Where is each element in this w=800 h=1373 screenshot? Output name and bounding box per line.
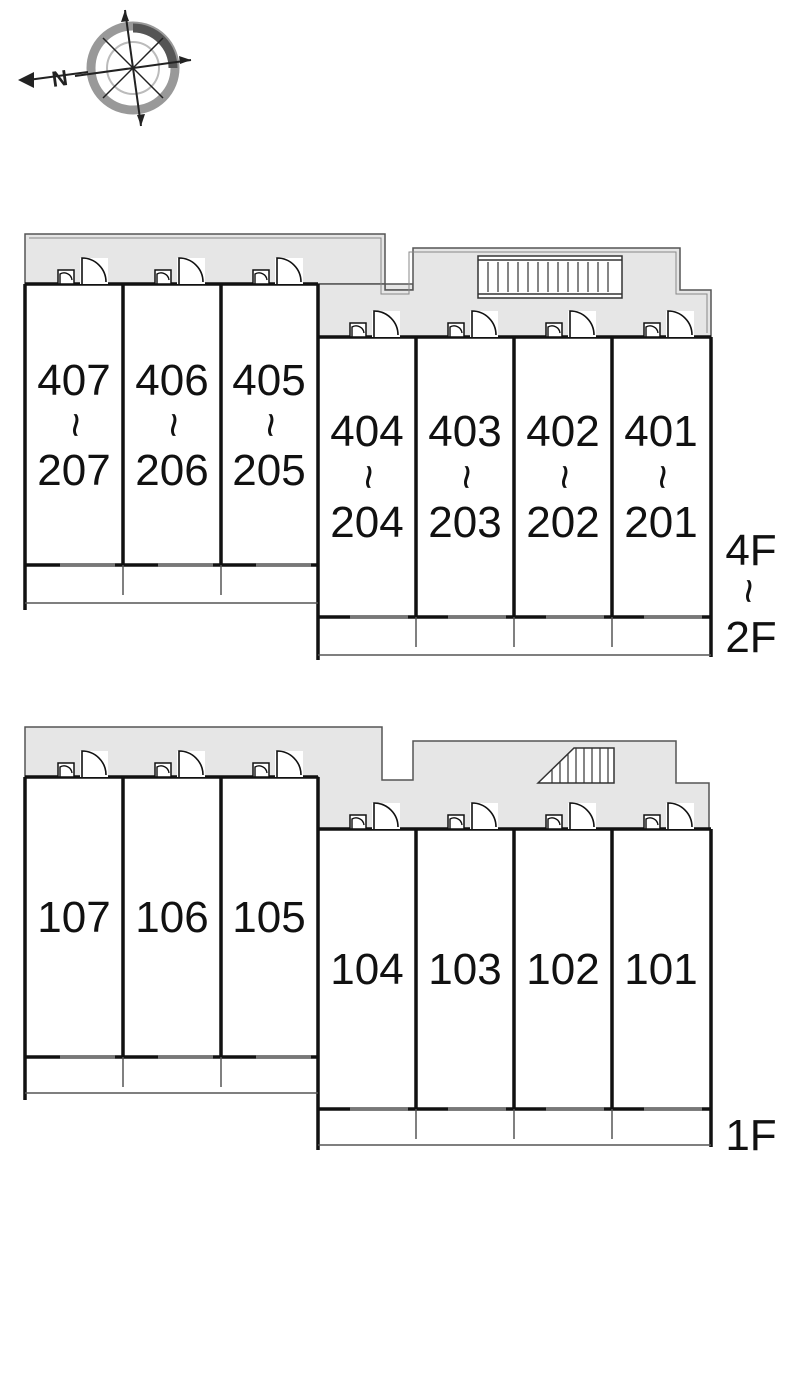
unit-range-mark: ~ — [344, 464, 393, 490]
unit-label-top: 407 — [37, 356, 110, 405]
unit-label-bottom: 204 — [330, 498, 403, 547]
unit-range-mark: ~ — [149, 412, 198, 438]
upper-block-plan: 407 ~ 207 406 ~ 206 405 ~ 205 404 ~ 204 … — [23, 233, 777, 662]
lower-staircase — [536, 747, 615, 784]
unit-label: 106 — [135, 893, 208, 942]
floor-range-mark: ~ — [724, 578, 773, 604]
unit-label: 103 — [428, 945, 501, 994]
unit-label-top: 402 — [526, 407, 599, 456]
floor-label-bottom: 2F — [725, 613, 776, 662]
compass-rose-icon — [74, 9, 192, 127]
unit-range-mark: ~ — [540, 464, 589, 490]
upper-floor-label: 4F ~ 2F — [724, 526, 777, 662]
unit-range-mark: ~ — [442, 464, 491, 490]
lower-unit-labels: 107 106 105 104 103 102 101 — [37, 893, 697, 994]
lower-block-plan: 107 106 105 104 103 102 101 1F — [23, 726, 777, 1160]
unit-label: 101 — [624, 945, 697, 994]
unit-label-bottom: 207 — [37, 446, 110, 495]
unit-label: 107 — [37, 893, 110, 942]
unit-label: 102 — [526, 945, 599, 994]
unit-label: 104 — [330, 945, 403, 994]
unit-label-top: 403 — [428, 407, 501, 456]
unit-range-mark: ~ — [246, 412, 295, 438]
north-label: N — [50, 65, 69, 92]
unit-range-mark: ~ — [638, 464, 687, 490]
unit-label-top: 406 — [135, 356, 208, 405]
unit-label-top: 405 — [232, 356, 305, 405]
unit-label: 105 — [232, 893, 305, 942]
upper-unit-labels: 407 ~ 207 406 ~ 206 405 ~ 205 404 ~ 204 … — [37, 356, 697, 547]
lower-floor-label: 1F — [725, 1111, 776, 1160]
unit-label-bottom: 206 — [135, 446, 208, 495]
unit-label-bottom: 203 — [428, 498, 501, 547]
unit-label-top: 401 — [624, 407, 697, 456]
unit-label-bottom: 201 — [624, 498, 697, 547]
unit-label-bottom: 202 — [526, 498, 599, 547]
upper-staircase — [477, 255, 623, 299]
unit-label-bottom: 205 — [232, 446, 305, 495]
floor-label-top: 4F — [725, 526, 776, 575]
unit-label-top: 404 — [330, 407, 403, 456]
north-arrow: N — [18, 65, 89, 92]
unit-range-mark: ~ — [51, 412, 100, 438]
